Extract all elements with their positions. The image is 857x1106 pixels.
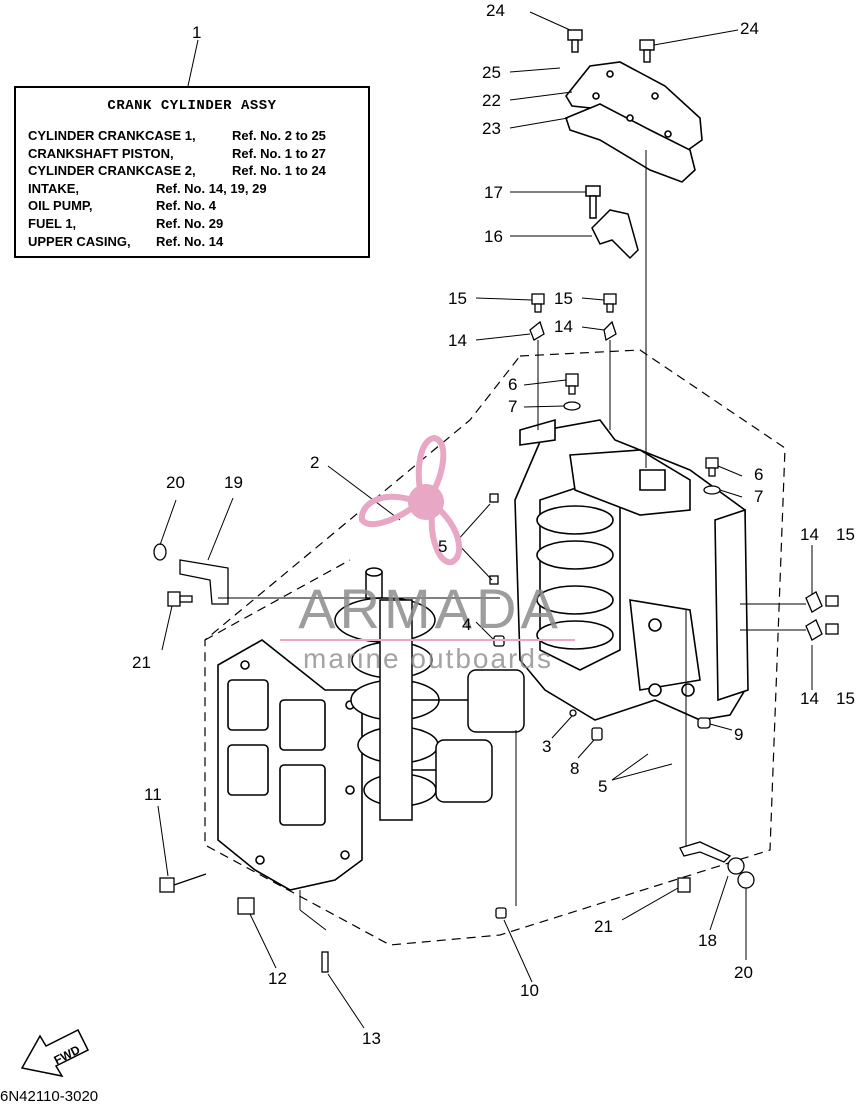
assembly-dashed-outline: [204, 349, 786, 946]
assembly-legend: CRANK CYLINDER ASSY CYLINDER CRANKCASE 1…: [14, 86, 370, 258]
callout-6-a: 6: [508, 375, 517, 394]
callout-23: 23: [482, 119, 501, 138]
callout-15-c: 15: [836, 525, 855, 544]
callout-14-d: 14: [800, 689, 819, 708]
callout-21-left: 21: [132, 653, 151, 672]
legend-row-label: OIL PUMP,: [28, 198, 93, 214]
crankcase-cover: [217, 639, 363, 891]
callout-2: 2: [310, 453, 319, 472]
callout-15-b: 15: [554, 289, 573, 308]
diagram-code: 6N42110-3020: [0, 1088, 99, 1105]
callout-10: 10: [520, 981, 539, 1000]
callout-12: 12: [268, 969, 287, 988]
callout-3: 3: [542, 737, 551, 756]
legend-row-ref: Ref. No. 2 to 25: [232, 128, 326, 143]
callout-6-b: 6: [754, 465, 763, 484]
callout-5-bottom: 5: [598, 777, 607, 796]
callout-20-left: 20: [166, 473, 185, 492]
callout-1: 1: [192, 23, 201, 42]
legend-row-ref: Ref. No. 14, 19, 29: [156, 180, 267, 196]
legend-row-ref: Ref. No. 1 to 24: [232, 163, 326, 179]
callout-11: 11: [144, 785, 162, 804]
watermark-tagline: marine outboards: [303, 643, 553, 674]
callout-5-top: 5: [438, 537, 447, 556]
callout-15-a: 15: [448, 289, 467, 308]
callout-9: 9: [734, 725, 743, 744]
top-fasteners: [529, 293, 617, 342]
legend-row-ref: Ref. No. 29: [156, 215, 224, 231]
side-fasteners: [495, 373, 839, 919]
callout-8: 8: [570, 759, 579, 778]
callout-15-d: 15: [836, 689, 855, 708]
propeller-logo-icon: [358, 434, 463, 566]
callout-24-right: 24: [740, 19, 759, 38]
callout-labels: 1 24 24 25 22 23 17 16 15 15 14 14 6 7 2…: [132, 1, 855, 1048]
callout-14-a: 14: [448, 331, 467, 350]
legend-row-ref: Ref. No. 4: [156, 198, 216, 214]
callout-7-a: 7: [508, 397, 517, 416]
callout-14-c: 14: [800, 525, 819, 544]
piston: [412, 669, 525, 803]
legend-row-label: UPPER CASING,: [28, 233, 131, 249]
callout-4: 4: [462, 615, 471, 634]
callout-13: 13: [362, 1029, 381, 1048]
leader-lines: [157, 11, 813, 1029]
cylinder-head-cover: [565, 61, 703, 183]
bracket-16: [585, 185, 639, 260]
callout-16: 16: [484, 227, 503, 246]
legend-row-label: INTAKE,: [28, 180, 80, 196]
legend-row-ref: Ref. No. 14: [156, 233, 224, 249]
callout-18: 18: [698, 931, 717, 950]
legend-row-label: CYLINDER CRANKCASE 1,: [28, 128, 196, 143]
armada-watermark: ARMADA marine outboards: [280, 434, 575, 674]
callout-19: 19: [224, 473, 243, 492]
legend-title: CRANK CYLINDER ASSY: [107, 98, 277, 114]
bolt-24: [567, 29, 655, 63]
callout-25: 25: [482, 63, 501, 82]
legend-row-label: FUEL 1,: [28, 215, 77, 231]
callout-22: 22: [482, 91, 501, 110]
legend-row-label: CYLINDER CRANKCASE 2,: [28, 163, 196, 179]
crankshaft: [334, 567, 440, 821]
callout-20-right: 20: [734, 963, 753, 982]
legend-row-ref: Ref. No. 1 to 27: [232, 145, 326, 161]
forward-arrow-icon: FWD: [20, 1028, 90, 1078]
crankcase-block: [514, 418, 749, 721]
callout-7-b: 7: [754, 487, 763, 506]
callout-21-right: 21: [594, 917, 613, 936]
callout-24-left: 24: [486, 1, 505, 20]
legend-row-label: CRANKSHAFT PISTON,: [28, 145, 174, 161]
callout-14-b: 14: [554, 317, 573, 336]
watermark-brand: ARMADA: [298, 577, 562, 640]
callout-17: 17: [484, 183, 503, 202]
